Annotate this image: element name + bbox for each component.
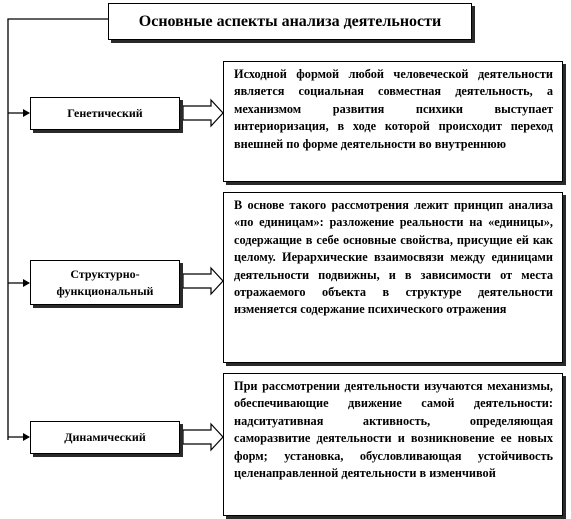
aspect-dynamic-box: Динамический bbox=[30, 421, 180, 454]
aspect-genetic-box: Генетический bbox=[30, 97, 180, 130]
aspect-dynamic-label: Динамический bbox=[64, 430, 146, 444]
description-dynamic: При рассмотрении деятельности изучаются … bbox=[223, 373, 563, 516]
arrowhead-dynamic bbox=[23, 433, 30, 441]
aspect-structural-box: Структурно-функциональный bbox=[30, 260, 180, 305]
block-arrow-genetic bbox=[182, 98, 224, 128]
diagram-title: Основные аспекты анализа деятельности bbox=[108, 3, 472, 40]
description-structural: В основе такого рассмотрения лежит принц… bbox=[223, 192, 563, 363]
arrowhead-genetic bbox=[23, 109, 30, 117]
description-genetic: Исходной формой любой человеческой деяте… bbox=[223, 61, 563, 182]
arrowhead-structural bbox=[23, 279, 30, 287]
aspect-genetic-label: Генетический bbox=[67, 106, 143, 120]
block-arrow-structural bbox=[182, 266, 224, 296]
aspect-structural-label: Структурно-функциональный bbox=[56, 266, 154, 298]
block-arrow-dynamic bbox=[182, 422, 224, 452]
trunk-line bbox=[7, 18, 108, 440]
